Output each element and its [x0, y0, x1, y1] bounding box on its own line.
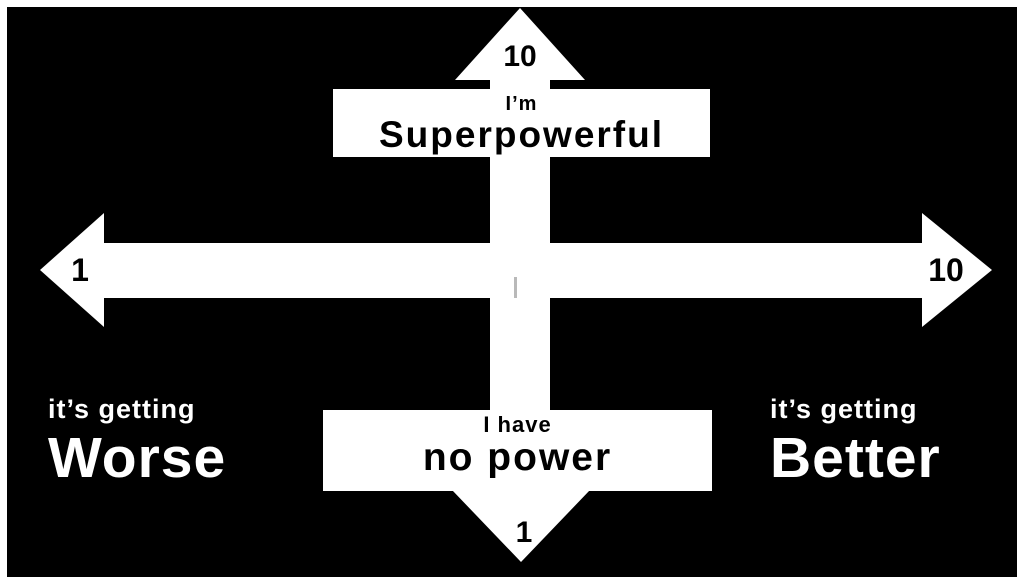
center-tick — [514, 277, 517, 298]
vertical-scale-max-value: 10 — [503, 40, 537, 73]
top-axis-label: I’m Superpowerful — [333, 89, 710, 157]
left-arrow-head-icon — [40, 213, 104, 327]
down-arrow-head-icon — [452, 490, 590, 562]
bottom-axis-label-big: no power — [422, 436, 613, 479]
better-caption-small: it’s getting — [770, 394, 918, 424]
horizontal-scale-min-value: 1 — [71, 252, 89, 288]
vertical-scale-min-value: 1 — [515, 516, 533, 549]
better-caption: it’s getting Better — [770, 392, 941, 490]
horizontal-scale-max-value: 10 — [928, 252, 964, 288]
top-axis-label-small: I’m — [505, 93, 538, 115]
up-arrow-head-icon — [455, 8, 585, 80]
worse-caption: it’s getting Worse — [48, 392, 226, 490]
worse-caption-big: Worse — [48, 426, 227, 490]
worse-caption-small: it’s getting — [48, 394, 196, 424]
better-caption-big: Better — [770, 426, 941, 490]
bottom-axis-label: I have no power — [323, 410, 712, 491]
bottom-axis-label-small: I have — [483, 412, 552, 437]
top-axis-label-big: Superpowerful — [378, 114, 665, 155]
horizontal-arrow-shaft — [100, 243, 924, 298]
right-arrow-head-icon — [922, 213, 992, 327]
